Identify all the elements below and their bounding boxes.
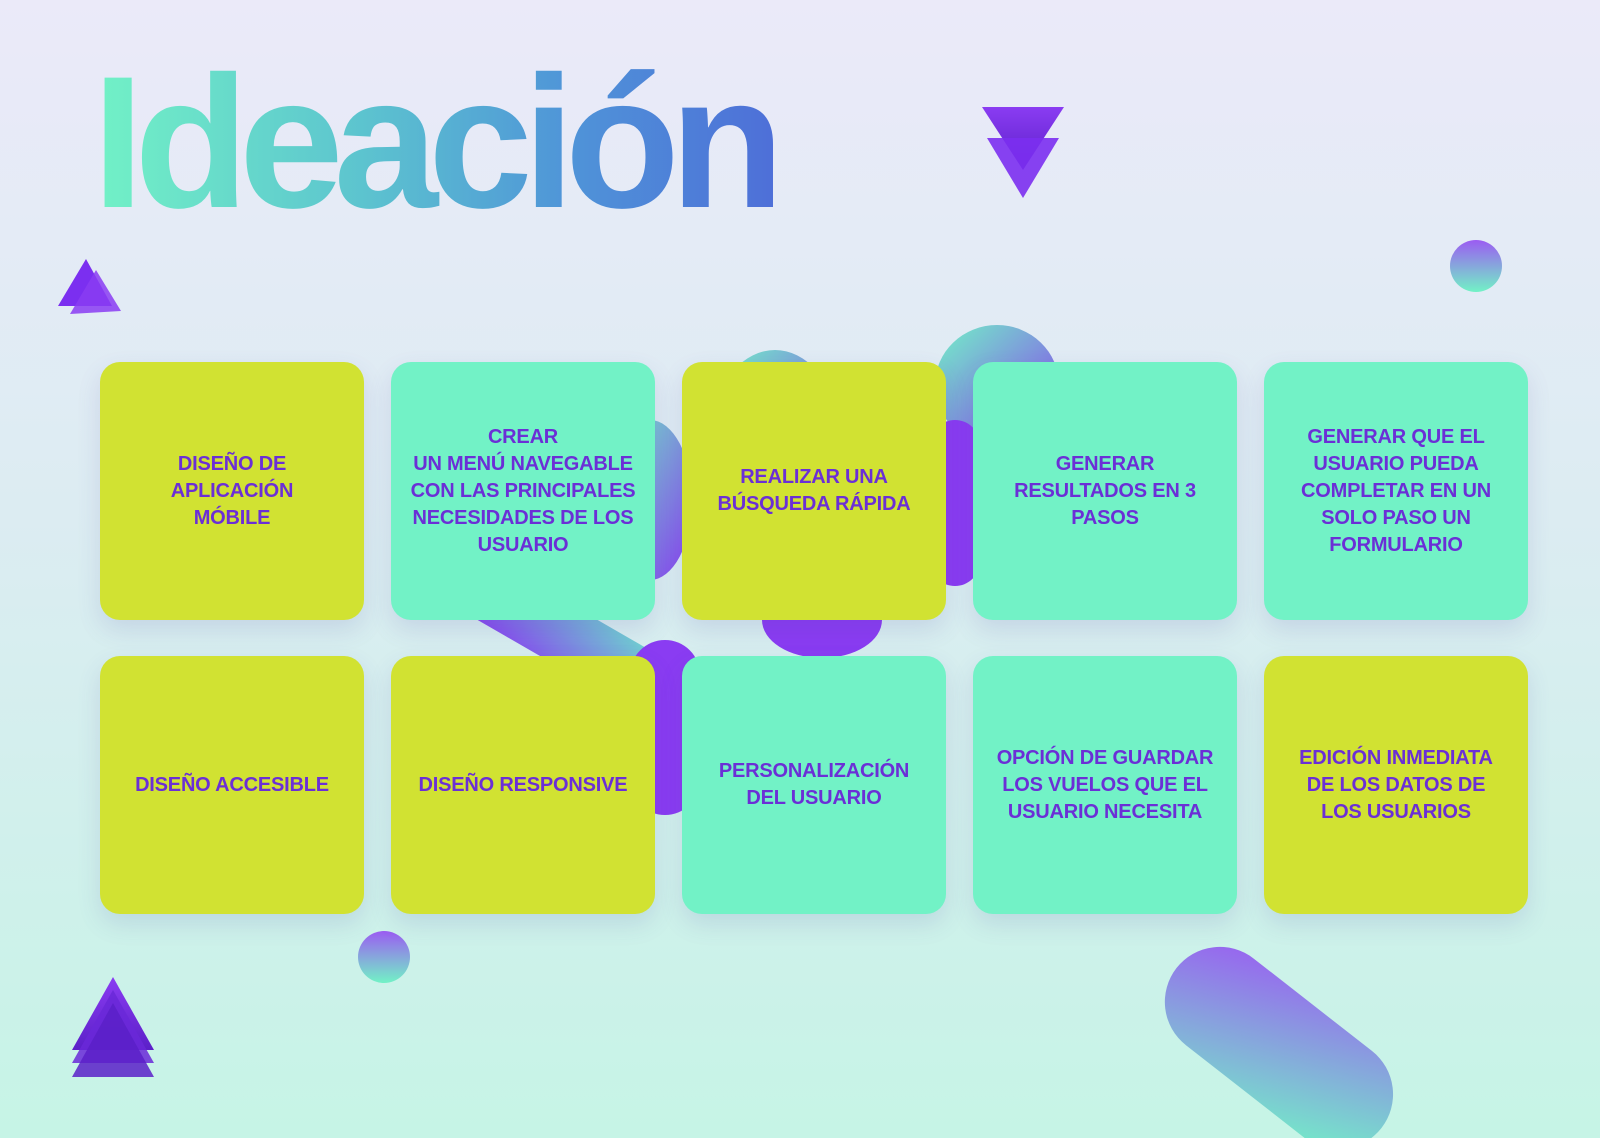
idea-card-text: DISEÑO DE APLICACIÓN MÓBILE bbox=[170, 452, 294, 529]
idea-card-text: CREAR UN MENÚ NAVEGABLE CON LAS PRINCIPA… bbox=[410, 425, 636, 556]
idea-card: REALIZAR UNA BÚSQUEDA RÁPIDA bbox=[682, 362, 946, 620]
dot-top-right bbox=[1450, 240, 1502, 292]
idea-card: OPCIÓN DE GUARDAR LOS VUELOS QUE EL USUA… bbox=[973, 656, 1237, 914]
triangle-stack-bottom-left bbox=[72, 977, 154, 1077]
triangle-down-top bbox=[982, 107, 1064, 198]
idea-card-text: PERSONALIZACIÓN DEL USUARIO bbox=[718, 760, 910, 809]
idea-card: CREAR UN MENÚ NAVEGABLE CON LAS PRINCIPA… bbox=[391, 362, 655, 620]
idea-card-grid: DISEÑO DE APLICACIÓN MÓBILE CREAR UN MEN… bbox=[100, 362, 1530, 914]
idea-card: GENERAR RESULTADOS EN 3 PASOS bbox=[973, 362, 1237, 620]
idea-card: PERSONALIZACIÓN DEL USUARIO bbox=[682, 656, 946, 914]
page-title: Ideación bbox=[92, 37, 785, 247]
idea-card-text: OPCIÓN DE GUARDAR LOS VUELOS QUE EL USUA… bbox=[996, 746, 1214, 823]
pill-bottom-right bbox=[1164, 946, 1394, 1138]
idea-card: DISEÑO ACCESIBLE bbox=[100, 656, 364, 914]
idea-card: EDICIÓN INMEDIATA DE LOS DATOS DE LOS US… bbox=[1264, 656, 1528, 914]
idea-card-text: EDICIÓN INMEDIATA DE LOS DATOS DE LOS US… bbox=[1299, 746, 1493, 823]
triangle-left bbox=[58, 259, 121, 314]
dot-bottom-left bbox=[358, 931, 410, 983]
idea-card-text: GENERAR QUE EL USUARIO PUEDA COMPLETAR E… bbox=[1301, 425, 1491, 556]
idea-card-text: REALIZAR UNA BÚSQUEDA RÁPIDA bbox=[717, 466, 911, 515]
idea-card: GENERAR QUE EL USUARIO PUEDA COMPLETAR E… bbox=[1264, 362, 1528, 620]
idea-card: DISEÑO DE APLICACIÓN MÓBILE bbox=[100, 362, 364, 620]
idea-card-text: GENERAR RESULTADOS EN 3 PASOS bbox=[1014, 452, 1196, 529]
idea-card-text: DISEÑO RESPONSIVE bbox=[418, 773, 628, 796]
idea-card: DISEÑO RESPONSIVE bbox=[391, 656, 655, 914]
idea-card-text: DISEÑO ACCESIBLE bbox=[135, 773, 329, 796]
